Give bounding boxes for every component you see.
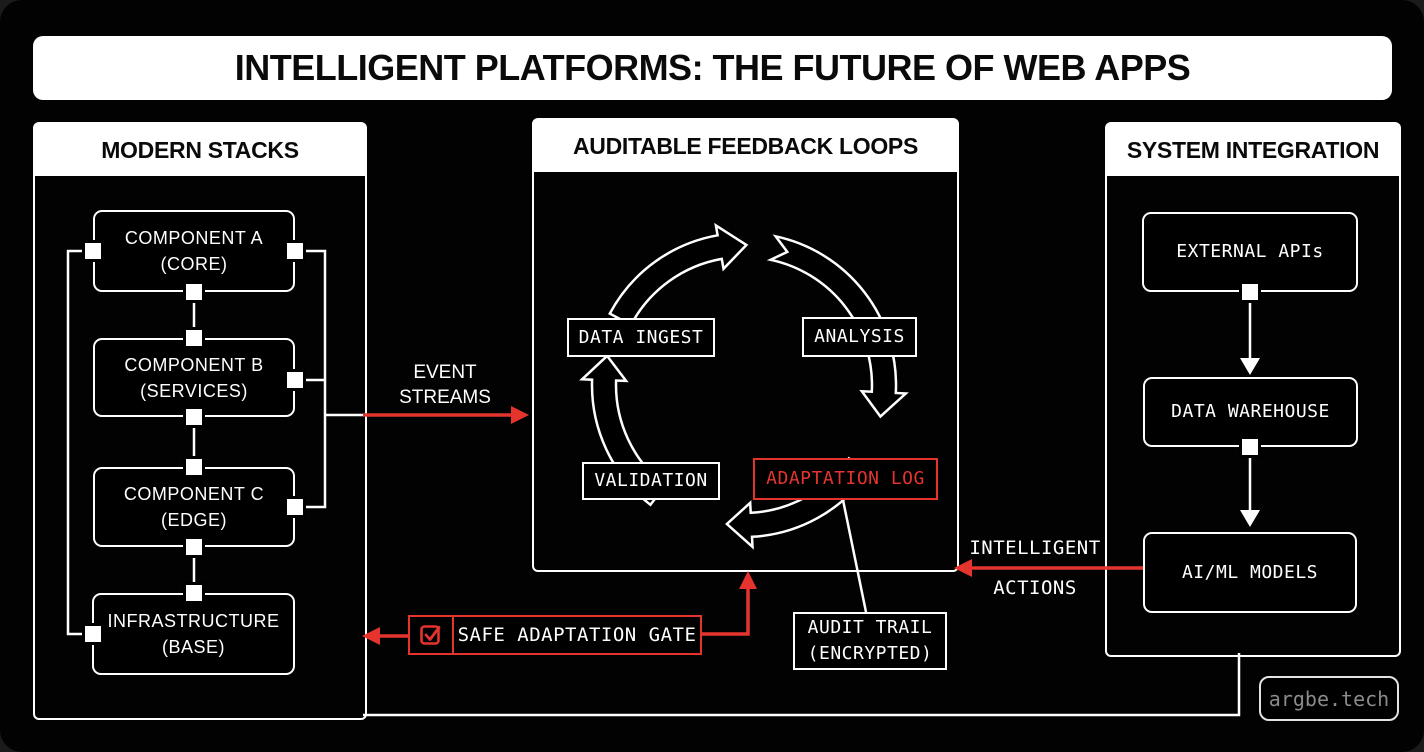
box-ai-ml-models: AI/ML MODELS — [1143, 532, 1357, 613]
panel-modern-stacks-header: MODERN STACKS — [35, 124, 365, 176]
safe-gate-label: SAFE ADAPTATION GATE — [457, 624, 697, 646]
box-data-warehouse-label: DATA WAREHOUSE — [1171, 401, 1330, 422]
checkbox-checked-icon — [420, 625, 441, 645]
box-audit-trail-label: AUDIT TRAIL — [807, 617, 933, 638]
box-component-b-sublabel: (SERVICES) — [140, 380, 248, 401]
box-validation: VALIDATION — [582, 462, 720, 500]
safe-adaptation-gate: SAFE ADAPTATION GATE — [408, 615, 702, 655]
box-infrastructure-sublabel: (BASE) — [161, 637, 225, 657]
title-bar: INTELLIGENT PLATFORMS: THE FUTURE OF WEB… — [33, 36, 1392, 100]
box-external-apis-label: EXTERNAL APIs — [1176, 241, 1324, 262]
panel-feedback-loops: AUDITABLE FEEDBACK LOOPS — [532, 118, 959, 572]
event-streams-label-line2: STREAMS — [399, 387, 491, 408]
safe-gate-icon-cell — [410, 617, 454, 653]
box-data-warehouse: DATA WAREHOUSE — [1143, 377, 1358, 447]
panel-system-integration-header: SYSTEM INTEGRATION — [1107, 124, 1399, 176]
box-component-c-sublabel: (EDGE) — [161, 510, 227, 530]
box-infrastructure: INFRASTRUCTURE (BASE) — [92, 593, 295, 675]
box-component-c-label: COMPONENT C — [123, 484, 265, 504]
event-streams-arrowhead — [511, 406, 529, 424]
event-streams-label-line1: EVENT — [413, 362, 477, 383]
panel-feedback-loops-title: AUDITABLE FEEDBACK LOOPS — [572, 132, 919, 159]
box-external-apis: EXTERNAL APIs — [1142, 212, 1358, 292]
box-infrastructure-label: INFRASTRUCTURE — [107, 611, 280, 631]
box-data-ingest: DATA INGEST — [567, 318, 715, 357]
panel-feedback-loops-header: AUDITABLE FEEDBACK LOOPS — [534, 120, 957, 172]
box-validation-label: VALIDATION — [594, 470, 708, 491]
box-data-ingest-label: DATA INGEST — [578, 326, 704, 348]
gate-up-arrowhead — [739, 571, 757, 589]
box-audit-trail: AUDIT TRAIL (ENCRYPTED) — [793, 612, 947, 670]
event-streams-label: EVENT STREAMS — [385, 360, 505, 410]
intelligent-actions-label-line2: ACTIONS — [993, 577, 1077, 599]
panel-modern-stacks: MODERN STACKS — [33, 122, 367, 720]
box-audit-trail-sublabel: (ENCRYPTED) — [807, 643, 933, 664]
box-adaptation-log-label: ADAPTATION LOG — [766, 468, 925, 489]
box-component-a-sublabel: (CORE) — [160, 254, 228, 274]
box-analysis-label: ANALYSIS — [814, 326, 905, 347]
box-component-a-label: COMPONENT A — [124, 228, 264, 248]
gate-up-line — [702, 587, 750, 636]
watermark-text: argbe.tech — [1268, 686, 1390, 711]
panel-system-integration: SYSTEM INTEGRATION — [1105, 122, 1401, 657]
box-component-b: COMPONENT B (SERVICES) — [93, 338, 295, 417]
box-adaptation-log: ADAPTATION LOG — [753, 458, 938, 500]
panel-system-integration-title: SYSTEM INTEGRATION — [1126, 136, 1380, 163]
box-analysis: ANALYSIS — [802, 317, 917, 357]
watermark-badge: argbe.tech — [1259, 676, 1399, 721]
box-component-b-label: COMPONENT B — [124, 354, 264, 375]
box-component-c: COMPONENT C (EDGE) — [93, 467, 295, 547]
page-title: INTELLIGENT PLATFORMS: THE FUTURE OF WEB… — [234, 47, 1191, 88]
panel-modern-stacks-title: MODERN STACKS — [101, 136, 299, 163]
box-component-a: COMPONENT A (CORE) — [93, 210, 295, 292]
intelligent-actions-label-line1: INTELLIGENT — [969, 537, 1101, 559]
box-ai-ml-models-label: AI/ML MODELS — [1181, 561, 1319, 583]
intelligent-actions-label: INTELLIGENT ACTIONS — [960, 537, 1110, 599]
